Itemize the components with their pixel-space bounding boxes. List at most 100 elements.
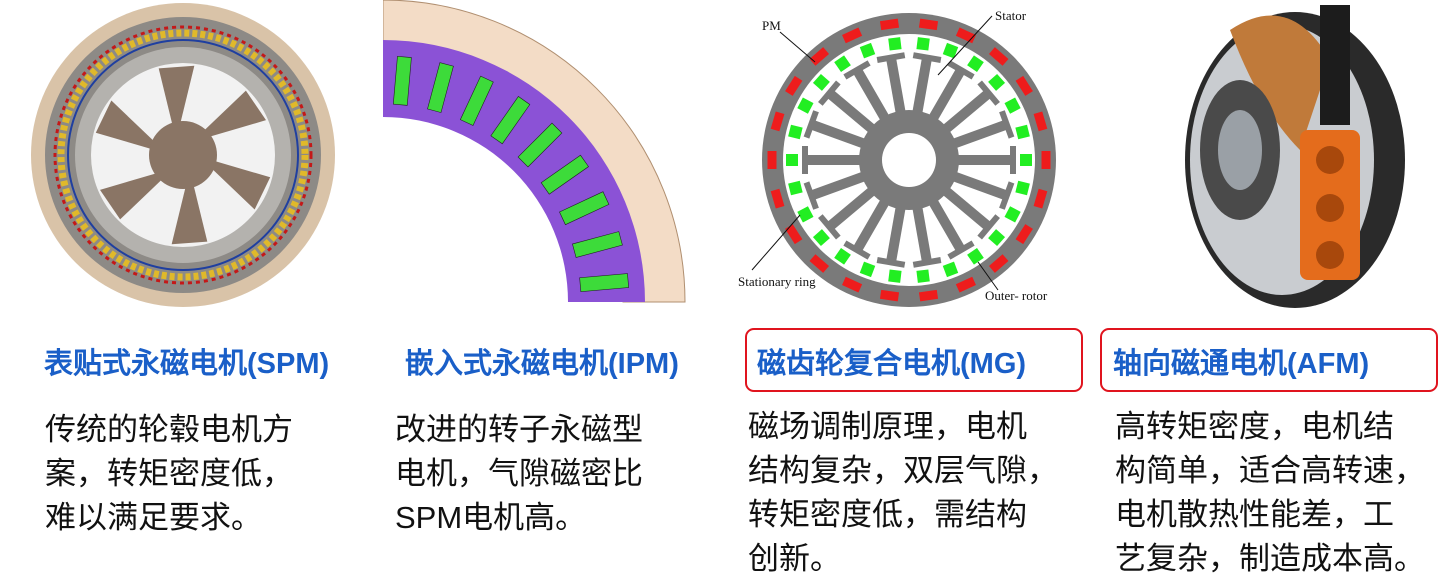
- stator-tooth-tip: [803, 181, 819, 210]
- spm-title: 表贴式永磁电机(SPM): [44, 348, 330, 380]
- rim-spoke: [95, 100, 156, 150]
- stator-tooth: [926, 65, 967, 125]
- stator-tooth: [926, 195, 967, 255]
- desc-line: 艺复杂，制造成本高。: [1115, 541, 1425, 576]
- stator-tooth-tip: [803, 110, 819, 139]
- pm-magnet: [879, 289, 900, 302]
- ring-segment: [1020, 154, 1032, 166]
- ring-segment: [834, 55, 851, 73]
- pm-magnet: [1041, 151, 1051, 169]
- desc-line: 创新。: [748, 541, 841, 576]
- stator-tooth: [807, 170, 870, 201]
- pm-magnet: [809, 254, 830, 273]
- mg-title: 磁齿轮复合电机(MG): [757, 348, 1027, 380]
- stator-tooth: [851, 195, 892, 255]
- stator-tooth-tip: [843, 60, 871, 80]
- stator-tooth-tip: [876, 257, 906, 268]
- ring-segment: [834, 247, 851, 265]
- ipm-title: 嵌入式永磁电机(IPM): [405, 348, 679, 380]
- pm-magnet: [842, 276, 863, 293]
- desc-line: 难以满足要求。: [45, 500, 262, 535]
- ring-segment: [967, 55, 984, 73]
- afm-motor-image: [1185, 5, 1405, 308]
- stator-tooth: [948, 170, 1011, 201]
- spm-motor-image: [31, 3, 335, 307]
- pm-magnet: [879, 18, 900, 31]
- ring-segment: [786, 154, 798, 166]
- ring-segment: [916, 37, 930, 51]
- ring-segment: [988, 73, 1006, 91]
- desc-line: 电机散热性能差，工: [1115, 497, 1394, 532]
- ipm-magnet: [459, 75, 494, 126]
- pm-magnet: [1033, 111, 1048, 132]
- ring-segment: [797, 97, 814, 114]
- pm-magnet: [988, 47, 1009, 66]
- ring-segment: [1004, 206, 1021, 223]
- pm-magnet: [988, 254, 1009, 273]
- ipm-magnet: [392, 56, 412, 106]
- stator-tooth-tip: [977, 80, 1000, 106]
- pm-magnet: [955, 276, 976, 293]
- pm-label: PM: [762, 18, 781, 33]
- desc-line: 电机，气隙磁密比: [395, 456, 643, 491]
- desc-line: 案，转矩密度低，: [45, 456, 293, 491]
- mg-description: 磁场调制原理，电机 结构复杂，双层气隙， 转矩密度低，需结构 创新。: [748, 405, 1058, 581]
- pm-magnet: [770, 188, 785, 209]
- stator-tooth: [911, 202, 933, 266]
- ring-segment: [788, 124, 803, 140]
- pm-magnet: [918, 289, 939, 302]
- stator-tooth-tip: [999, 110, 1015, 139]
- stator-tooth-tip: [912, 52, 942, 63]
- desc-line: SPM电机高。: [395, 500, 587, 535]
- stator-tooth-tip: [1010, 146, 1016, 174]
- stator-tooth: [911, 54, 933, 118]
- ring-segment: [942, 42, 959, 59]
- ipm-magnet: [572, 231, 623, 258]
- ring-segment: [888, 269, 902, 283]
- pm-magnet: [767, 151, 777, 169]
- desc-line: 磁场调制原理，电机: [748, 409, 1027, 444]
- ipm-description: 改进的转子永磁型 电机，气隙磁密比 SPM电机高。: [395, 408, 643, 540]
- pm-magnet: [785, 75, 803, 96]
- stator-tooth: [953, 155, 1015, 165]
- stator-tooth-tip: [947, 240, 975, 260]
- stator-tooth-tip: [802, 146, 808, 174]
- ring-segment: [788, 180, 803, 196]
- ipm-magnet: [540, 154, 589, 195]
- ring-segment: [942, 261, 959, 278]
- desc-line: 转矩密度低，需结构: [748, 497, 1027, 532]
- ring-segment: [1015, 124, 1030, 140]
- desc-line: 改进的转子永磁型: [395, 412, 643, 447]
- stator-tooth-tip: [818, 214, 841, 240]
- ipm-magnet: [579, 273, 629, 293]
- stator-tooth: [939, 184, 994, 232]
- desc-line: 传统的轮毂电机方: [45, 412, 293, 447]
- ring-segment: [812, 73, 830, 91]
- ipm-magnet: [517, 122, 563, 168]
- stator-tooth: [824, 184, 879, 232]
- ipm-magnet: [490, 96, 531, 145]
- rim-spoke: [210, 160, 271, 210]
- pm-magnet: [1033, 188, 1048, 209]
- pm-magnet: [918, 18, 939, 31]
- spm-description: 传统的轮毂电机方 案，转矩密度低， 难以满足要求。: [45, 408, 293, 540]
- ring-segment: [988, 229, 1006, 247]
- outer-rotor-label: Outer- rotor: [985, 288, 1048, 303]
- stator-tooth-tip: [818, 80, 841, 106]
- rim-spoke: [100, 172, 164, 220]
- ipm-magnet: [427, 62, 454, 113]
- afm-title: 轴向磁通电机(AFM): [1113, 348, 1370, 380]
- stator-tooth: [803, 155, 865, 165]
- ipm-motor-image: [383, 0, 686, 303]
- pm-magnet: [842, 27, 863, 44]
- ring-segment: [916, 269, 930, 283]
- stator-tooth-tip: [876, 52, 906, 63]
- rim-spoke: [202, 90, 266, 138]
- stator-tooth-tip: [977, 214, 1000, 240]
- stator-tooth: [851, 65, 892, 125]
- stator-tooth: [885, 54, 907, 118]
- ring-segment: [859, 42, 876, 59]
- desc-line: 构简单，适合高转速，: [1115, 453, 1425, 488]
- stationary-ring-label: Stationary ring: [738, 274, 816, 289]
- pm-magnet: [1015, 224, 1033, 245]
